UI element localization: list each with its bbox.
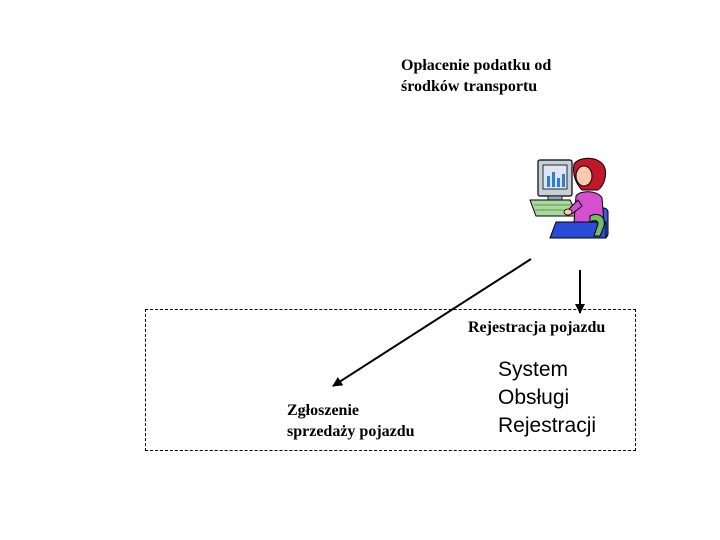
- use-case-sale-notification-line-1: Zgłoszenie: [287, 402, 359, 419]
- system-boundary: [145, 309, 636, 451]
- woman-at-computer-icon: [529, 157, 609, 239]
- use-case-tax-payment-line-1: Opłacenie podatku od: [401, 57, 552, 74]
- arrow-to-sale-notification: [332, 258, 532, 387]
- system-name-line-1: System: [498, 358, 569, 381]
- use-case-sale-notification-line-2: sprzedaży pojazdu: [287, 423, 415, 440]
- use-case-sale-notification-label: Zgłoszenie sprzedaży pojazdu: [287, 400, 415, 442]
- system-name-line-2: Obsługi: [498, 386, 570, 409]
- system-name-line-3: Rejestracji: [498, 414, 597, 437]
- use-case-tax-payment-line-2: środków transportu: [401, 78, 538, 95]
- use-case-tax-payment-label: Opłacenie podatku od środków transportu: [401, 55, 551, 97]
- system-name-label: System Obsługi Rejestracji: [498, 356, 596, 440]
- use-case-registration-label: Rejestracja pojazdu: [468, 319, 606, 336]
